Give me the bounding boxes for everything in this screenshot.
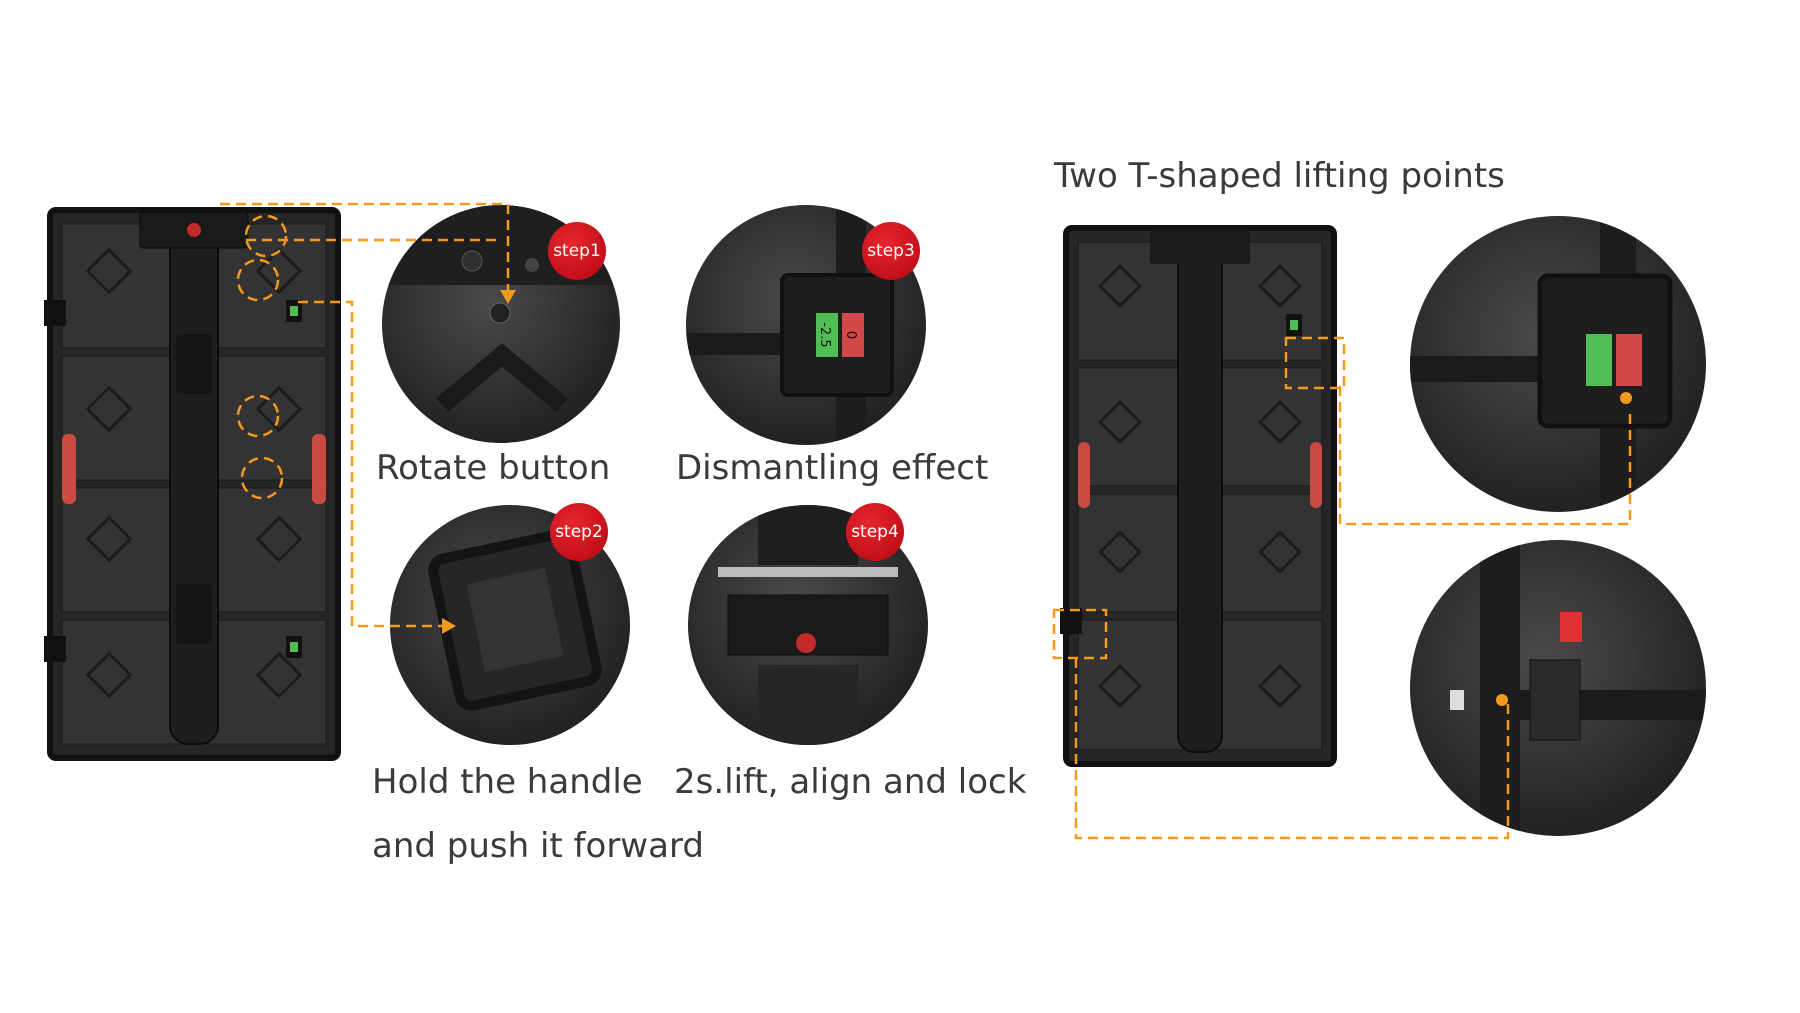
step4-badge: step4: [846, 503, 904, 561]
step2-badge: step2: [550, 503, 608, 561]
lifting-point-top-image: [1410, 216, 1706, 512]
right-section-title: Two T-shaped lifting points: [1054, 156, 1505, 196]
step3-caption: Dismantling effect: [676, 448, 989, 488]
step1-caption: Rotate button: [376, 448, 611, 488]
step1-badge: step1: [548, 222, 606, 280]
lifting-point-bottom-image: [1410, 540, 1706, 836]
led-cabinet-right: [1060, 225, 1337, 767]
lock-label-red: 0: [843, 331, 858, 339]
step2-caption-line2: and push it forward: [372, 826, 704, 866]
step3-badge: step3: [862, 222, 920, 280]
lock-label-green: -2.5: [817, 322, 832, 347]
step2-caption-line1: Hold the handle: [372, 762, 643, 802]
led-cabinet-left: [44, 207, 341, 761]
step4-caption: 2s.lift, align and lock: [674, 762, 1027, 802]
